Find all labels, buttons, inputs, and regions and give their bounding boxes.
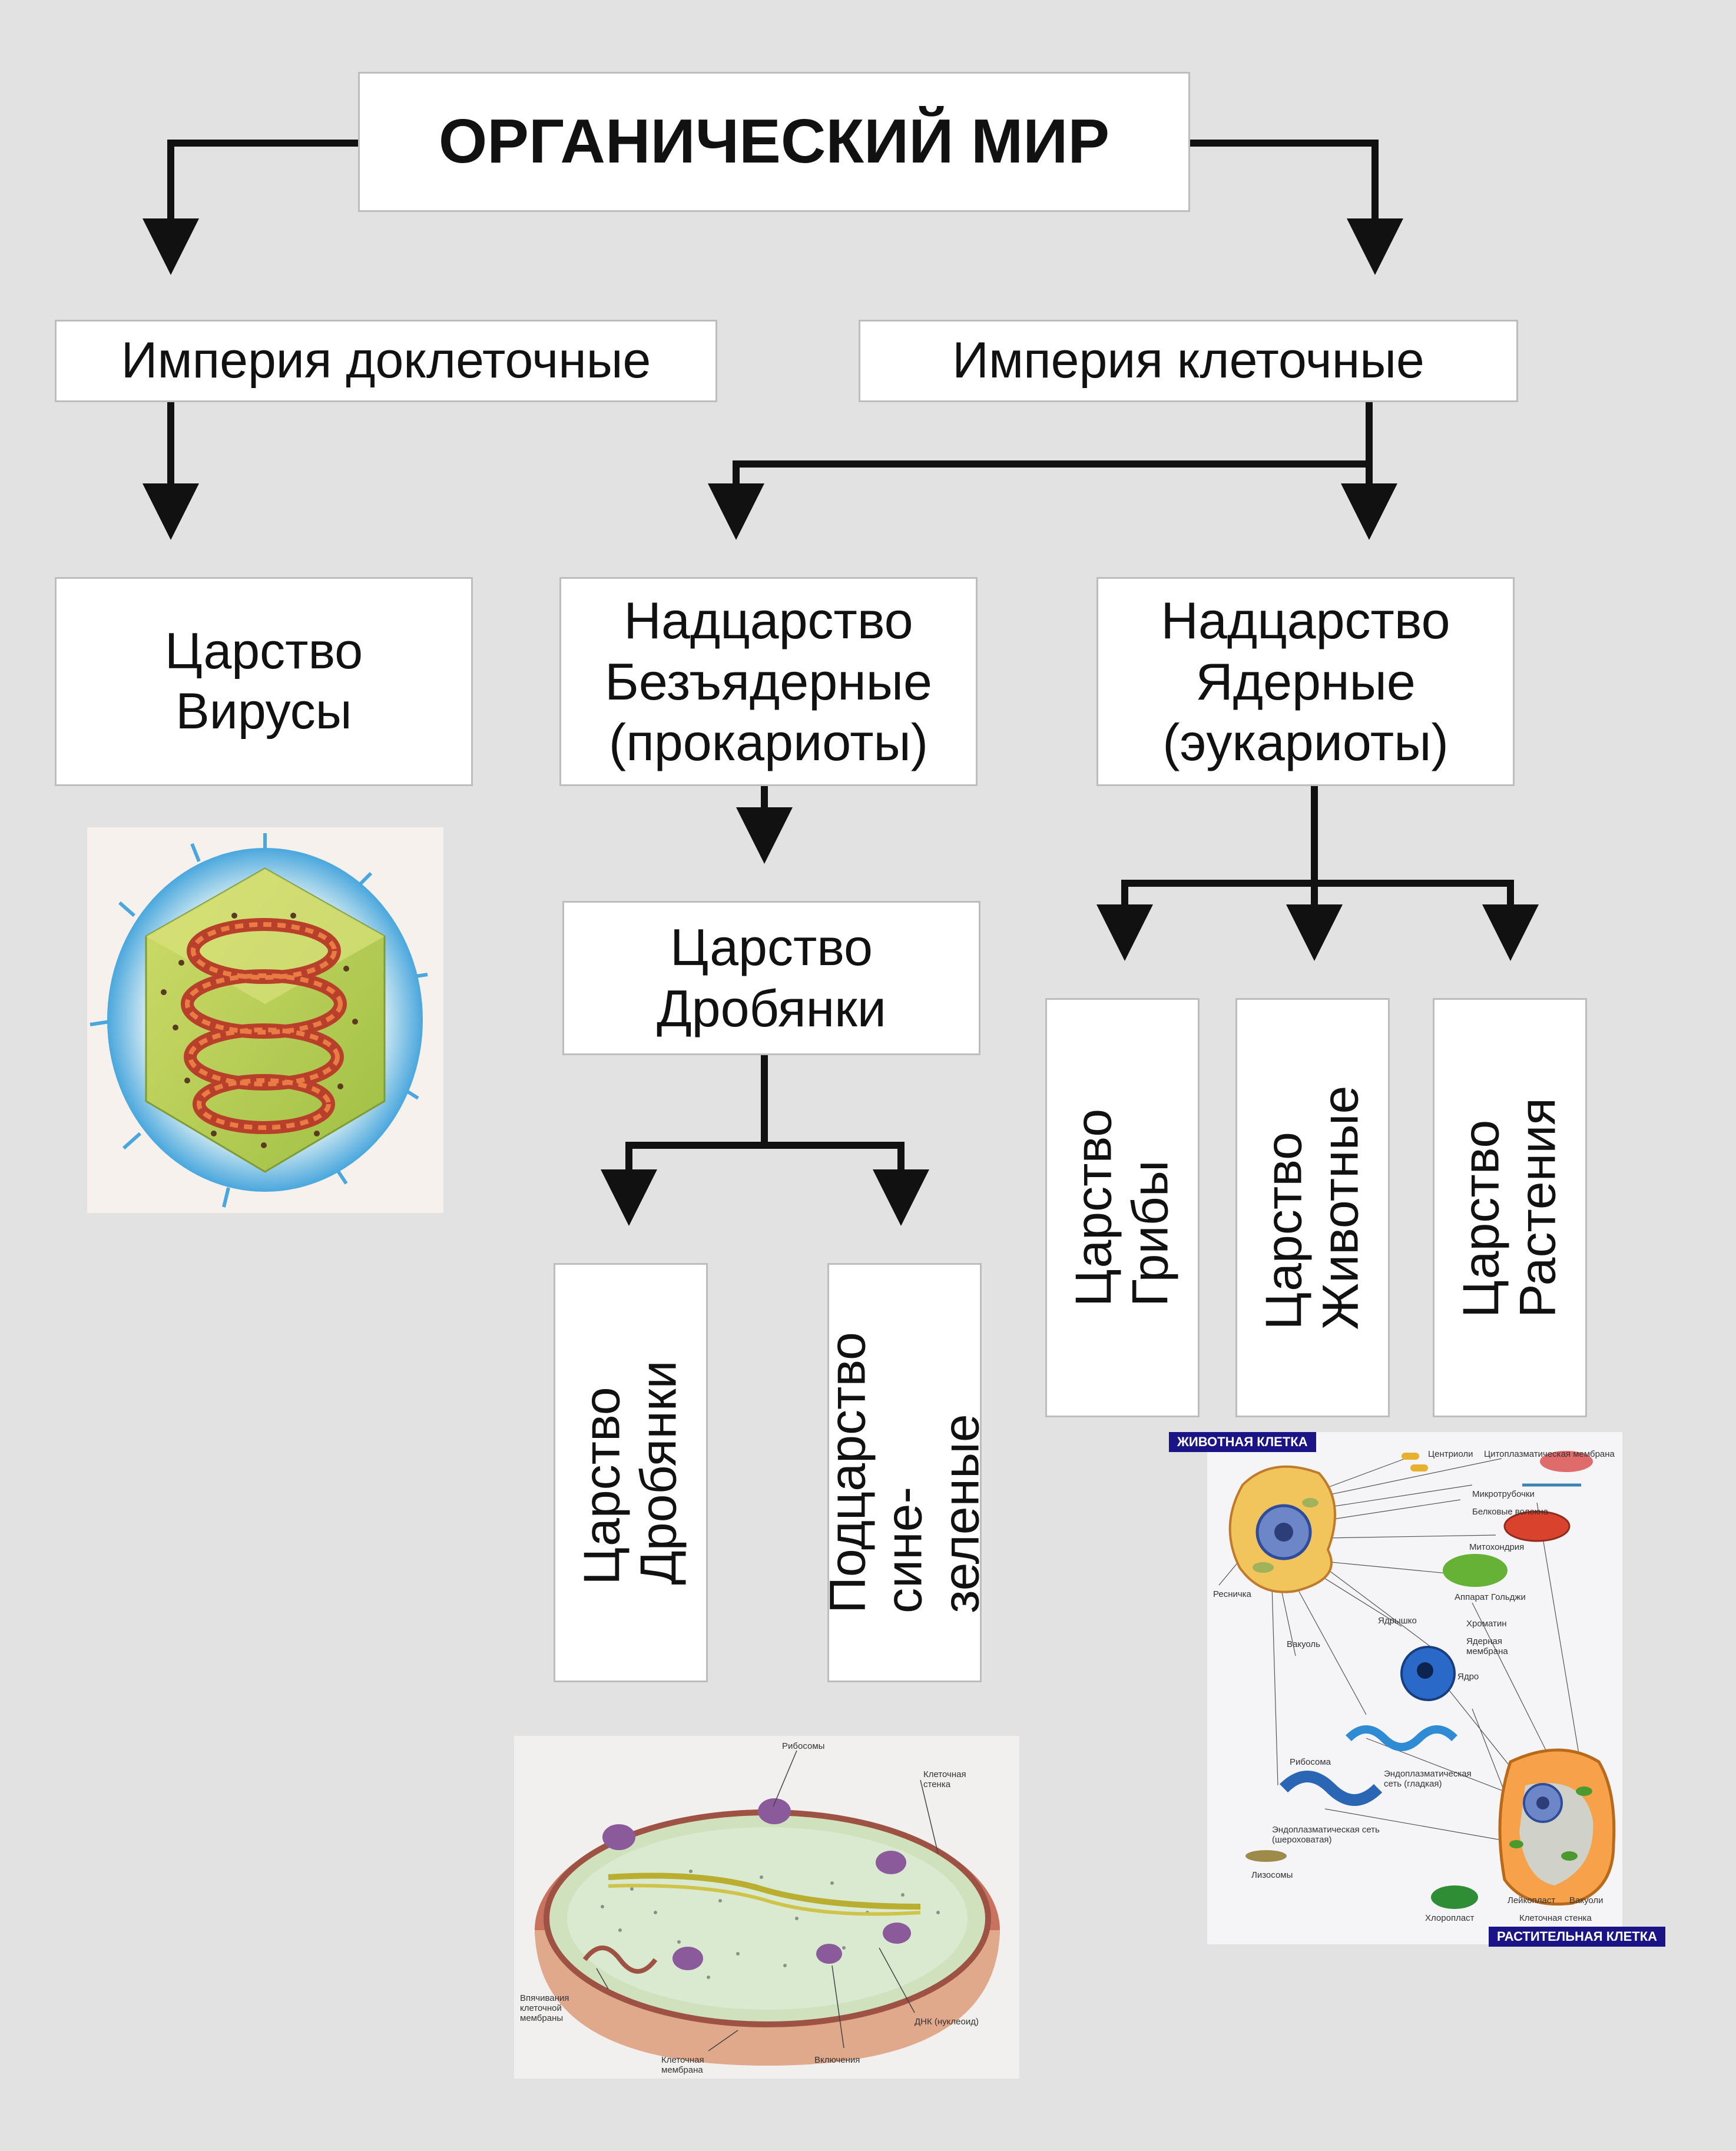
- cell-label-rough-er: Эндоплазматическая сеть(шероховатая): [1272, 1825, 1380, 1845]
- bacteria-label-ribosomes: Рибосомы: [782, 1741, 824, 1751]
- bacteria-label-inclusions: Включения: [814, 2055, 860, 2065]
- kingdom-animals-node: Царство Животные: [1235, 998, 1390, 1417]
- kingdom-drobyanki-vertical-label: Царство Дробянки: [574, 1360, 687, 1585]
- cell-label-leucoplast: Лейкопласт: [1508, 1895, 1555, 1905]
- cell-label-cell-wall: Клеточная стенка: [1519, 1913, 1592, 1923]
- virus-illustration: [87, 827, 443, 1213]
- subkingdom-cyano-label: Подцарство сине-зеленые: [827, 1332, 982, 1613]
- cell-label-cytoplasmic-membrane: Цитоплазматическая мембрана: [1484, 1449, 1615, 1459]
- arrow-drobyanki-to-drobyanki-vertical: [601, 1142, 764, 1226]
- arrow-root-to-cellular: [1188, 140, 1403, 275]
- empire-cellular-node: Империя клеточные: [859, 320, 1518, 402]
- kingdom-drobyanki-label: Царство Дробянки: [657, 918, 886, 1038]
- kingdom-viruses-node: Царство Вирусы: [55, 577, 473, 786]
- kingdom-fungi-node: Царство Грибы: [1045, 998, 1200, 1417]
- root-node: ОРГАНИЧЕСКИЙ МИР: [358, 72, 1190, 212]
- superkingdom-prokaryotes-label: Надцарство Безъядерные (прокариоты): [605, 591, 932, 772]
- cell-label-golgi: Аппарат Гольджи: [1455, 1592, 1526, 1602]
- superkingdom-eukaryotes-label: Надцарство Ядерные (эукариоты): [1161, 591, 1450, 772]
- arrow-drobyanki-to-cyano: [764, 1142, 929, 1226]
- superkingdom-prokaryotes-node: Надцарство Безъядерные (прокариоты): [559, 577, 978, 786]
- cell-label-mitochondria: Митохондрия: [1469, 1542, 1524, 1552]
- cell-label-cilium: Ресничка: [1213, 1589, 1252, 1599]
- animal-cell-badge: ЖИВОТНАЯ КЛЕТКА: [1169, 1432, 1316, 1452]
- kingdom-plants-label: Царство Растения: [1453, 1098, 1566, 1318]
- cell-label-chromatin: Хроматин: [1466, 1619, 1507, 1629]
- kingdom-drobyanki-node: Царство Дробянки: [562, 901, 980, 1055]
- cell-label-ribosome: Рибосома: [1290, 1757, 1331, 1767]
- arrow-cellular-to-prokaryotes: [708, 460, 1369, 540]
- cell-label-nucleus: Ядро: [1457, 1672, 1479, 1682]
- root-title: ОРГАНИЧЕСКИЙ МИР: [438, 107, 1110, 177]
- cell-label-vacuole: Вакуоль: [1287, 1639, 1320, 1649]
- cell-label-lysosomes: Лизосомы: [1251, 1870, 1293, 1880]
- cell-label-vacuoles: Вакуоли: [1569, 1895, 1604, 1905]
- empire-cellular-label: Империя клеточные: [952, 332, 1424, 389]
- kingdom-drobyanki-vertical-node: Царство Дробянки: [554, 1263, 708, 1682]
- kingdom-animals-label: Царство Животные: [1255, 1085, 1369, 1330]
- plant-cell-badge: РАСТИТЕЛЬНАЯ КЛЕТКА: [1489, 1927, 1666, 1947]
- kingdom-fungi-label: Царство Грибы: [1065, 1108, 1179, 1307]
- kingdom-viruses-label: Царство Вирусы: [164, 623, 363, 740]
- cell-label-protein-fibers: Белковые волокна: [1472, 1507, 1549, 1517]
- cell-label-chloroplast: Хлоропласт: [1425, 1913, 1475, 1923]
- kingdom-plants-node: Царство Растения: [1433, 998, 1587, 1417]
- empire-precellular-label: Империя доклеточные: [121, 332, 651, 389]
- eukaryotic-cells-illustration: Центриоли Цитоплазматическая мембрана Ми…: [1207, 1432, 1622, 1944]
- arrow-eukaryotes-to-fungi: [1096, 880, 1314, 961]
- cell-label-microtubules: Микротрубочки: [1472, 1489, 1535, 1499]
- arrow-root-to-precellular: [143, 140, 358, 275]
- bacteria-label-dna: ДНК (нуклеоид): [915, 2017, 979, 2027]
- superkingdom-eukaryotes-node: Надцарство Ядерные (эукариоты): [1096, 577, 1515, 786]
- arrow-eukaryotes-to-plants: [1314, 880, 1539, 961]
- cell-label-centrioles: Центриоли: [1428, 1449, 1473, 1459]
- cell-label-nucleolus: Ядрышко: [1378, 1616, 1417, 1626]
- empire-precellular-node: Империя доклеточные: [55, 320, 717, 402]
- subkingdom-cyano-node: Подцарство сине-зеленые: [827, 1263, 982, 1682]
